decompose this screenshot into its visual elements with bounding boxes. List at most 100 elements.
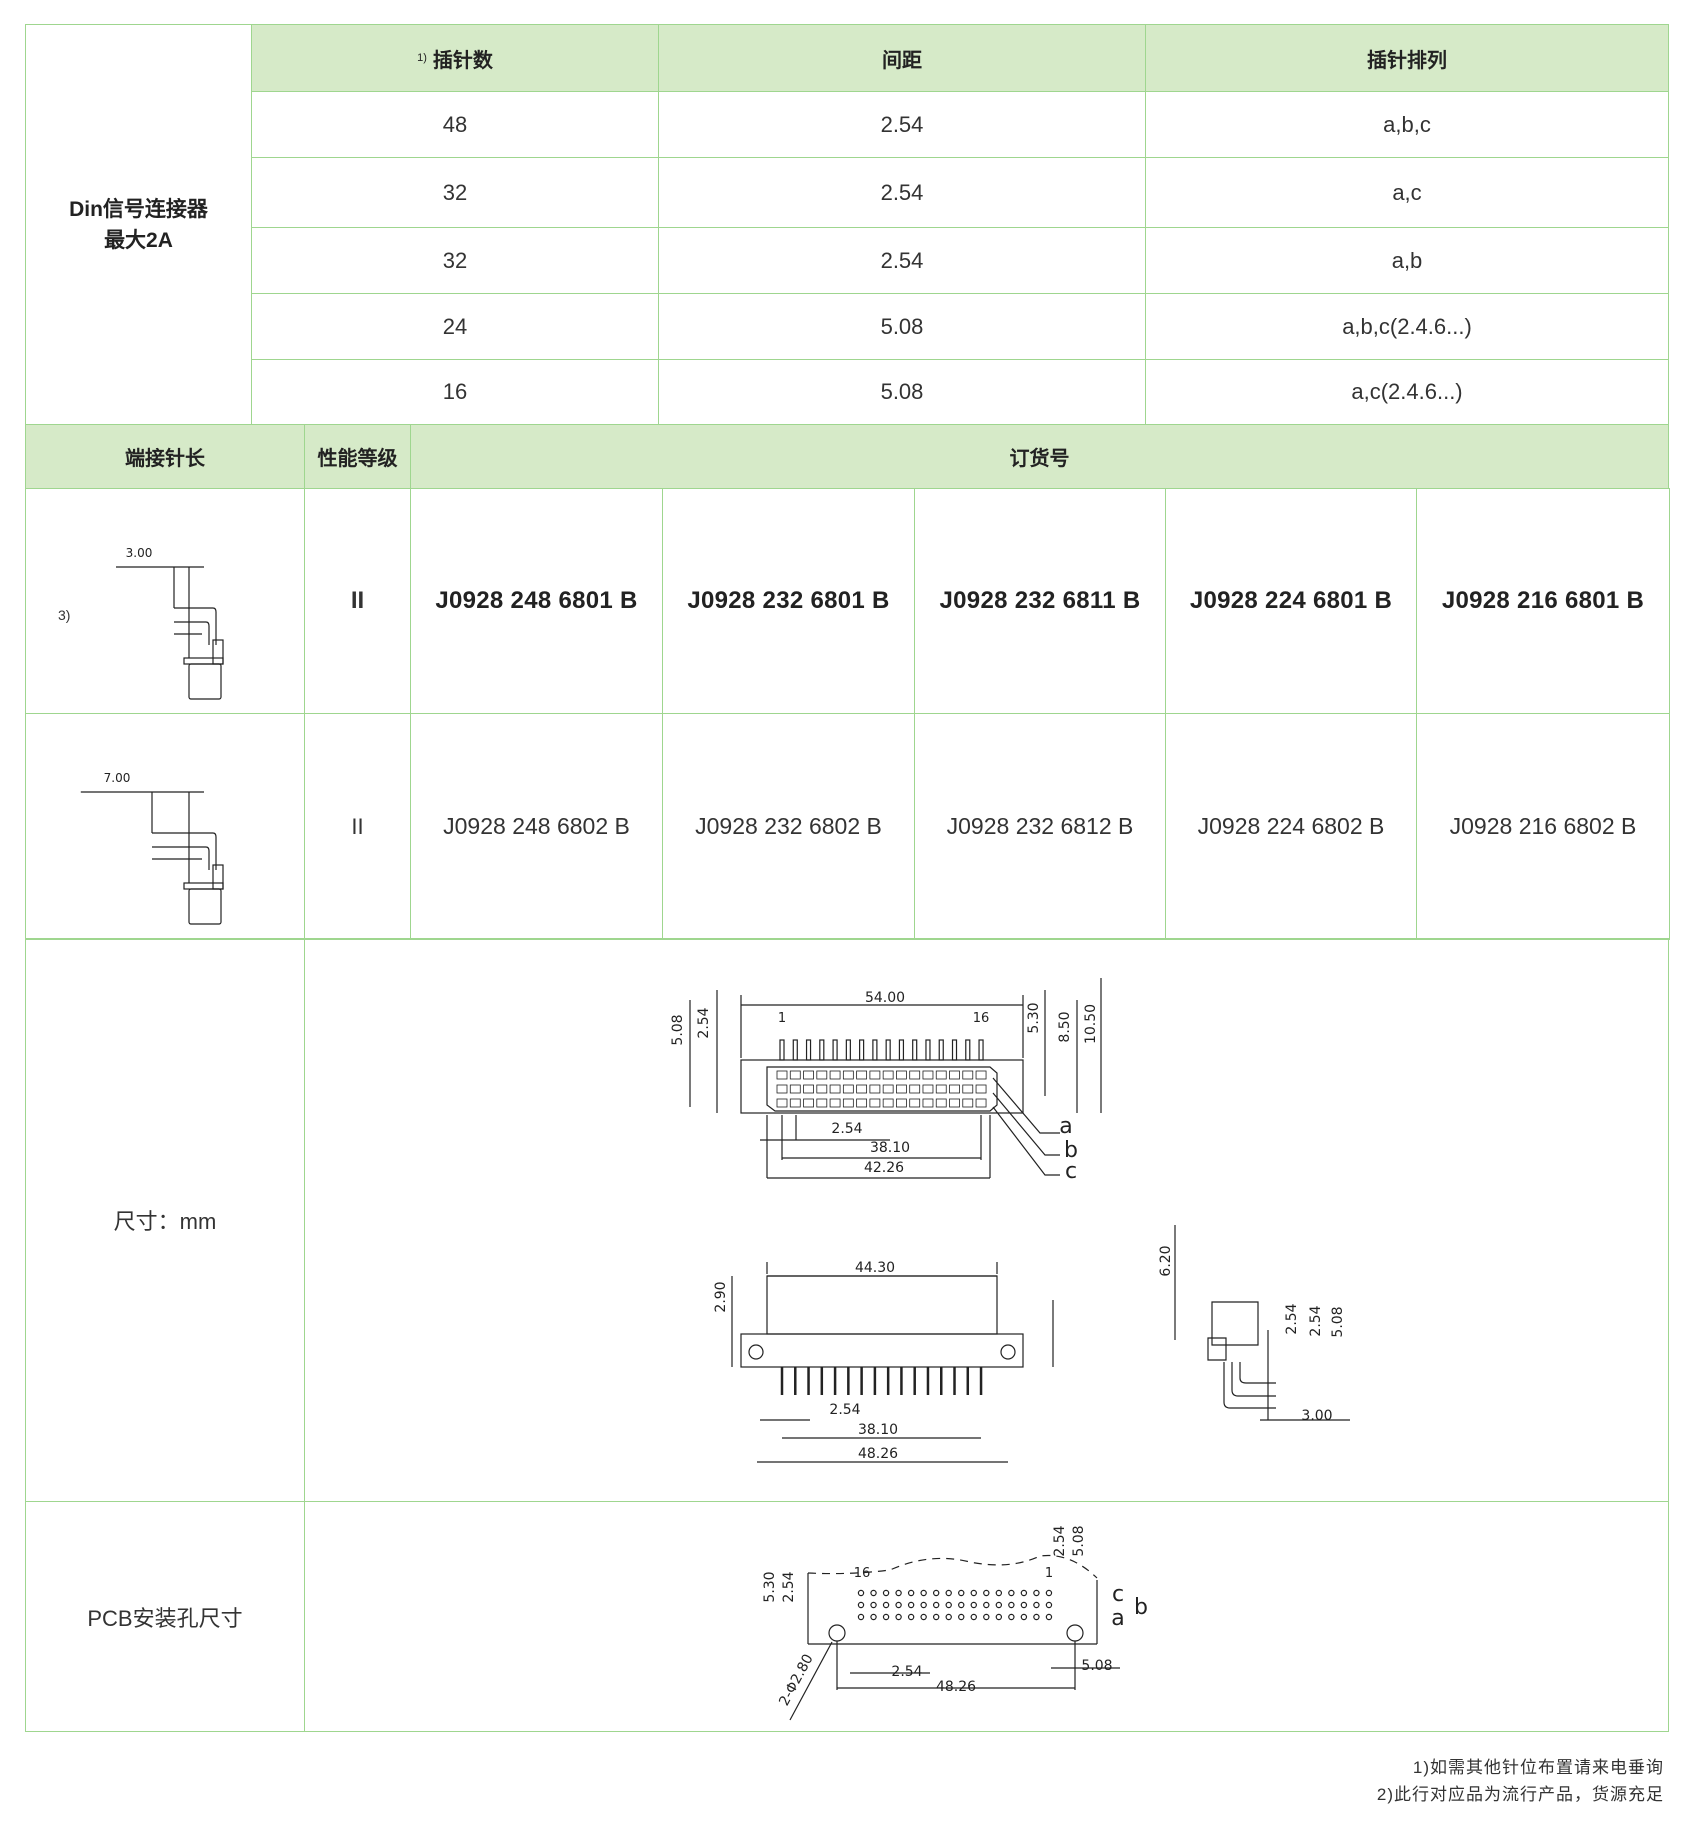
pcb-hole	[983, 1589, 990, 1597]
dim-top-height-label: 2.90	[713, 1281, 729, 1312]
mount-hole-left	[828, 1624, 846, 1642]
tail-length-icon: 3.00	[116, 546, 224, 700]
pcb-hole	[857, 1613, 865, 1621]
pcb-hole	[958, 1589, 965, 1597]
pcb-hole	[895, 1601, 902, 1609]
contact	[962, 1084, 974, 1094]
pin	[859, 1039, 865, 1061]
pcb-hole	[870, 1601, 877, 1609]
contact	[816, 1098, 828, 1108]
dim-top-flange-label: 48.26	[858, 1446, 898, 1462]
pcb-row-b-label: b	[1134, 1595, 1148, 1620]
pin	[845, 1039, 851, 1061]
contact	[869, 1084, 881, 1094]
pcb-hole	[907, 1601, 915, 1609]
contact	[896, 1098, 907, 1108]
pcb-pin-last-label: 1	[1045, 1566, 1053, 1581]
contact	[829, 1098, 841, 1108]
pcb-holes-label: 48.26	[936, 1679, 976, 1695]
front-body-outline	[740, 1059, 1024, 1114]
pcb-drawing-cell	[304, 1501, 1669, 1732]
pcb-hole	[1020, 1613, 1028, 1621]
pcb-row-c-label: c	[1112, 1582, 1124, 1607]
footnote-1: 1)如需其他针位布置请来电垂询	[1412, 1758, 1664, 1777]
pcb-hole-drawing: 16 1 5.30 2.54 2.54 5.08 c b a 2.54 48.2…	[762, 1525, 1148, 1721]
pcb-hole	[932, 1601, 940, 1609]
pcb-pin-first-label: 16	[854, 1566, 871, 1581]
pcb-hole	[870, 1613, 877, 1621]
contact	[935, 1070, 947, 1080]
connector-title: Din信号连接器	[69, 197, 208, 221]
contact	[789, 1084, 801, 1094]
pcb-hole	[983, 1613, 990, 1621]
contact	[922, 1070, 934, 1080]
pcb-hole	[983, 1601, 990, 1609]
dim-side-tail-label: 3.00	[1301, 1408, 1332, 1424]
pcb-hole	[870, 1589, 877, 1597]
contact	[856, 1070, 868, 1080]
pcb-dim-254-label: 2.54	[781, 1571, 797, 1602]
pcb-hole	[995, 1601, 1003, 1609]
pcb-hole	[1045, 1601, 1053, 1609]
pin	[951, 1039, 958, 1061]
pcb-hole	[920, 1601, 927, 1609]
contact	[975, 1098, 987, 1108]
row-leader-lines	[992, 1077, 1060, 1176]
pcb-hole	[1008, 1613, 1015, 1621]
pin	[912, 1039, 918, 1061]
pcb-hole	[995, 1589, 1003, 1597]
pin	[885, 1039, 891, 1061]
footnote-2: 2)此行对应品为流行产品，货源充足	[1376, 1785, 1664, 1804]
dim-side-height-label: 6.20	[1158, 1245, 1174, 1276]
contact	[776, 1098, 788, 1108]
order-number: J0928 216 6802 B	[1416, 713, 1670, 940]
order-number: J0928 232 6802 B	[662, 713, 915, 940]
pcb-hole	[1008, 1589, 1015, 1597]
dim-pitch-label: 2.54	[831, 1121, 862, 1137]
pcb-hole	[1033, 1613, 1040, 1621]
pcb-row-a-label: a	[1111, 1606, 1124, 1631]
contact	[789, 1098, 801, 1108]
pin-first-label: 1	[778, 1011, 786, 1026]
contact	[776, 1084, 788, 1094]
pcb-hole-dia-label: 2-Φ2.80	[776, 1652, 816, 1709]
pcb-hole	[995, 1613, 1003, 1621]
pin	[805, 1039, 812, 1061]
pcb-hole	[857, 1601, 865, 1609]
dim-top-pitch-label: 2.54	[829, 1402, 860, 1418]
pin	[978, 1039, 984, 1061]
pcb-hole	[907, 1589, 915, 1597]
row-b-label: b	[1064, 1138, 1078, 1163]
contact	[856, 1084, 868, 1094]
dim-top-span-label: 38.10	[858, 1422, 898, 1438]
contact	[962, 1098, 974, 1108]
footnote-ref: 1)	[417, 52, 427, 64]
contact	[975, 1084, 987, 1094]
contact	[816, 1084, 828, 1094]
pcb-hole	[857, 1589, 865, 1597]
pin	[938, 1039, 944, 1061]
pin	[872, 1039, 878, 1061]
dim-width-label: 54.00	[865, 990, 905, 1006]
contact	[869, 1070, 881, 1080]
pcb-hole	[932, 1613, 940, 1621]
contact	[803, 1070, 814, 1080]
pcb-hole	[970, 1601, 977, 1609]
pcb-hole	[920, 1589, 927, 1597]
pcb-hole	[945, 1589, 952, 1597]
pcb-hole	[970, 1613, 977, 1621]
pcb-label: PCB安装孔尺寸	[25, 1501, 305, 1732]
contact	[842, 1098, 854, 1108]
dim-1050-label: 10.50	[1083, 1004, 1099, 1044]
dim-top-body-label: 44.30	[855, 1260, 895, 1276]
front-view-drawing: 54.00 1 16 5.08 2.54 5.30 8.50 10.50 2.5…	[670, 978, 1102, 1184]
pcb-pitch-label: 2.54	[891, 1664, 922, 1680]
contact	[882, 1070, 894, 1080]
pin	[832, 1039, 838, 1061]
contact	[816, 1070, 828, 1080]
pcb-hole	[1020, 1589, 1028, 1597]
dim-span-label: 38.10	[870, 1140, 910, 1156]
pin-last-label: 16	[973, 1011, 990, 1026]
row-c-label: c	[1065, 1159, 1077, 1184]
